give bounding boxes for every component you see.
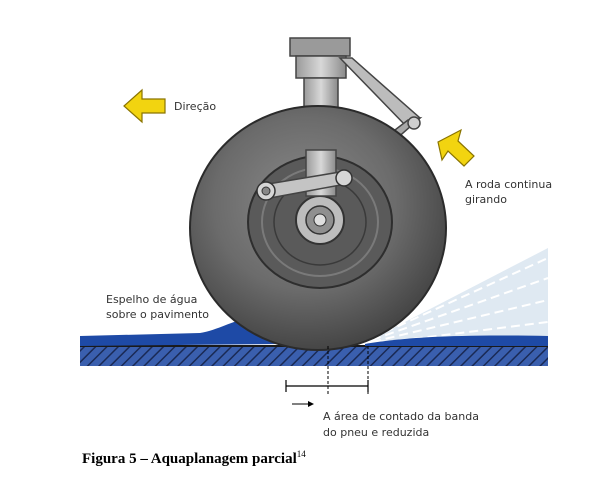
rotation-label-line2: girando xyxy=(465,193,507,206)
water-film xyxy=(80,319,280,346)
caption-superscript: 14 xyxy=(297,449,307,459)
water-label-line2: sobre o pavimento xyxy=(106,308,209,321)
contact-area-indicator xyxy=(285,346,369,395)
caption-text: Figura 5 – Aquaplanagem parcial xyxy=(82,451,297,467)
wheel-hub xyxy=(295,195,345,245)
rotation-label-line1: A roda continua xyxy=(465,178,552,191)
contact-label-line1: A área de contado da banda xyxy=(323,410,479,423)
figure-caption: Figura 5 – Aquaplanagem parcial14 xyxy=(82,449,306,467)
water-wedge xyxy=(365,335,548,346)
direction-arrow-icon xyxy=(123,88,166,124)
rotation-arrow-icon xyxy=(437,128,475,167)
water-label-line1: Espelho de água xyxy=(106,293,197,306)
pavement xyxy=(80,346,548,366)
landing-gear-axle xyxy=(256,149,353,201)
contact-arrow-icon xyxy=(292,401,314,407)
water-spray xyxy=(370,248,549,345)
direction-label: Direção xyxy=(174,100,216,113)
contact-label-line2: do pneu e reduzida xyxy=(323,426,429,439)
